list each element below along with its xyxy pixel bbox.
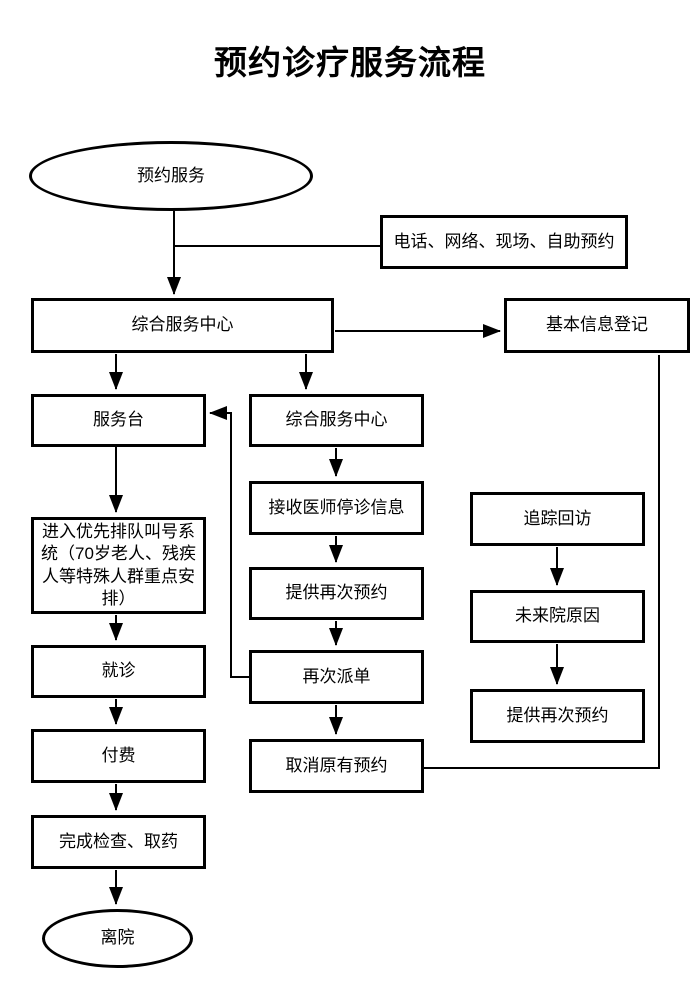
node-start-ellipse: 预约服务 [29,141,313,211]
node-no-visit-reason: 未来院原因 [470,590,645,643]
node-cancel-original-booking: 取消原有预约 [249,739,424,793]
node-service-center-mid: 综合服务中心 [249,394,424,447]
node-payment-label: 付费 [101,745,136,765]
node-complete-label: 完成检查、取药 [59,831,178,851]
node-booking-methods: 电话、网络、现场、自助预约 [380,215,628,269]
node-no-visit-reason-label: 未来院原因 [515,606,600,626]
node-consultation: 就诊 [31,645,206,698]
node-receive-stop-label: 接收医师停诊信息 [268,497,405,517]
node-leave-label: 离院 [100,928,135,948]
node-service-center-top: 综合服务中心 [31,298,334,353]
node-complete-exam-medicine: 完成检查、取药 [31,815,206,869]
node-redispatch: 再次派单 [249,650,424,704]
node-consultation-label: 就诊 [101,661,136,681]
node-payment: 付费 [31,729,206,783]
node-priority-queue-label: 进入优先排队叫号系统（70岁老人、残疾人等特殊人群重点安排） [41,521,196,608]
node-follow-up: 追踪回访 [470,492,645,546]
node-priority-queue: 进入优先排队叫号系统（70岁老人、残疾人等特殊人群重点安排） [31,517,206,614]
node-leave-hospital-ellipse: 离院 [42,909,193,968]
node-basic-info-registration: 基本信息登记 [504,298,690,353]
edge-redispatch-to-service-desk [209,406,249,678]
node-offer-rebooking-mid: 提供再次预约 [249,567,424,620]
page-title: 预约诊疗服务流程 [214,44,486,81]
node-service-center-mid-label: 综合服务中心 [285,410,388,430]
node-service-desk: 服务台 [31,394,206,447]
node-receive-stop-notice: 接收医师停诊信息 [249,481,424,535]
node-redispatch-label: 再次派单 [302,666,371,686]
node-start-label: 预约服务 [137,165,205,185]
node-service-center-top-label: 综合服务中心 [131,315,234,335]
node-offer-rebooking-right: 提供再次预约 [470,689,645,743]
node-offer-rebooking-right-label: 提供再次预约 [506,705,609,725]
node-service-desk-label: 服务台 [93,410,144,430]
node-booking-methods-label: 电话、网络、现场、自助预约 [393,231,615,251]
node-offer-rebooking-mid-label: 提供再次预约 [285,583,388,603]
node-basic-info-label: 基本信息登记 [546,315,648,335]
node-cancel-label: 取消原有预约 [285,755,388,775]
node-follow-up-label: 追踪回访 [523,508,592,528]
